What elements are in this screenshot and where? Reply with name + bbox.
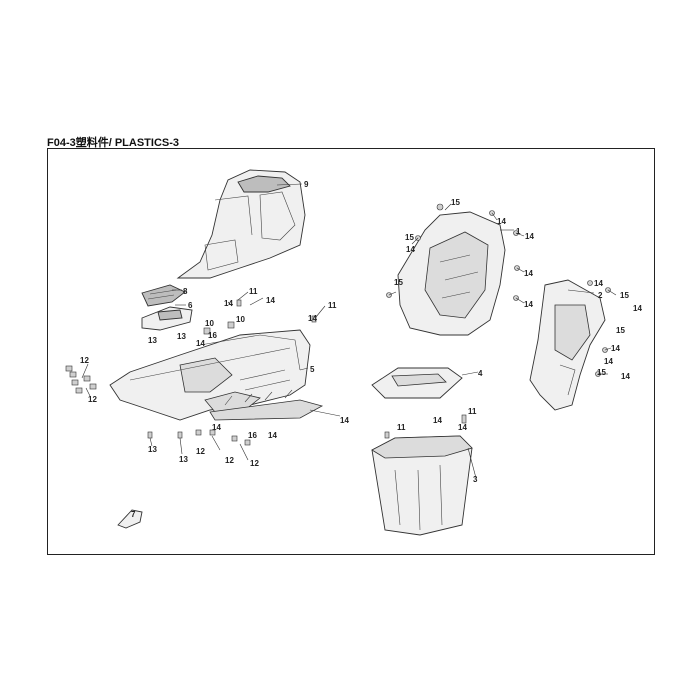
diagram-title: F04-3塑料件/ PLASTICS-3 xyxy=(47,137,180,149)
callout-10: 10 xyxy=(205,319,214,328)
callout-15: 15 xyxy=(405,233,414,242)
part-6-console-top xyxy=(141,306,193,331)
callout-13: 13 xyxy=(148,336,157,345)
callout-15: 15 xyxy=(616,326,625,335)
part-3-storage-bin xyxy=(371,435,473,536)
part-9-console-cover xyxy=(176,169,306,279)
callout-3: 3 xyxy=(473,475,478,484)
callout-labels: 9 15 14 1 14 15 14 14 15 14 8 6 11 14 14… xyxy=(80,180,642,519)
callout-6: 6 xyxy=(188,301,193,310)
callout-14: 14 xyxy=(406,245,415,254)
callout-14: 14 xyxy=(340,416,349,425)
callout-13: 13 xyxy=(177,332,186,341)
callout-14: 14 xyxy=(266,296,275,305)
callout-15: 15 xyxy=(620,291,629,300)
callout-14: 14 xyxy=(633,304,642,313)
callout-8: 8 xyxy=(183,287,188,296)
part-4-tray-lid xyxy=(371,367,463,399)
callout-15: 15 xyxy=(597,368,606,377)
callout-13: 13 xyxy=(148,445,157,454)
callout-14: 14 xyxy=(433,416,442,425)
diagram-frame xyxy=(47,148,655,555)
callout-14: 14 xyxy=(594,279,603,288)
callout-14: 14 xyxy=(458,423,467,432)
callout-15: 15 xyxy=(394,278,403,287)
callout-12: 12 xyxy=(225,456,234,465)
part-5-floor-tray xyxy=(109,329,324,421)
part-7-marker xyxy=(117,509,143,529)
callout-7: 7 xyxy=(131,510,136,519)
part-1-rear-panel xyxy=(397,211,506,336)
callout-11: 11 xyxy=(328,301,337,310)
callout-14: 14 xyxy=(621,372,630,381)
part-2-side-panel xyxy=(529,279,606,411)
callout-2: 2 xyxy=(598,291,603,300)
callout-14: 14 xyxy=(196,339,205,348)
callout-15: 15 xyxy=(451,198,460,207)
callout-14: 14 xyxy=(525,232,534,241)
callout-12: 12 xyxy=(196,447,205,456)
callout-14: 14 xyxy=(268,431,277,440)
callout-11: 11 xyxy=(397,423,406,432)
callout-12: 12 xyxy=(80,356,89,365)
leader-lines xyxy=(81,183,617,479)
callout-14: 14 xyxy=(212,423,221,432)
callout-4: 4 xyxy=(478,369,483,378)
callout-5: 5 xyxy=(310,365,315,374)
callout-12: 12 xyxy=(88,395,97,404)
callout-11: 11 xyxy=(249,287,258,296)
callout-12: 12 xyxy=(250,459,259,468)
callout-9: 9 xyxy=(304,180,309,189)
callout-14: 14 xyxy=(611,344,620,353)
callout-14: 14 xyxy=(308,314,317,323)
callout-16: 16 xyxy=(248,431,257,440)
callout-16: 16 xyxy=(208,331,217,340)
callout-13: 13 xyxy=(179,455,188,464)
callout-14: 14 xyxy=(497,217,506,226)
callout-11: 11 xyxy=(468,407,477,416)
callout-10: 10 xyxy=(236,315,245,324)
callout-14: 14 xyxy=(604,357,613,366)
callout-1: 1 xyxy=(516,227,521,236)
part-8-switch-panel xyxy=(141,284,186,307)
callout-14: 14 xyxy=(224,299,233,308)
callout-14: 14 xyxy=(524,300,533,309)
callout-14: 14 xyxy=(524,269,533,278)
